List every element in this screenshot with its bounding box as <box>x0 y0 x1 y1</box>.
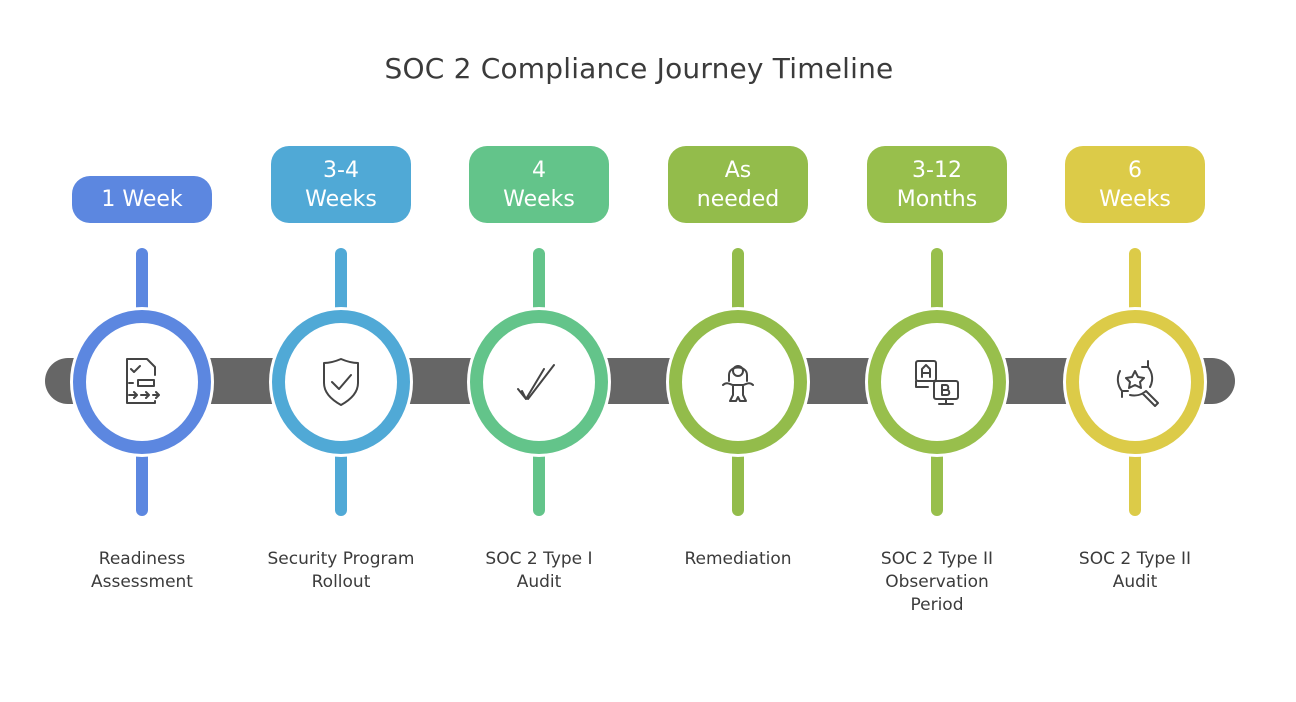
step-label: SOC 2 Type I Audit <box>485 549 593 592</box>
step-label: SOC 2 Type II Audit <box>1078 549 1192 592</box>
step-circle <box>272 310 410 454</box>
timeline-bar <box>45 358 1235 404</box>
duration-text: 3-12 <box>912 157 962 183</box>
timeline-step: 1 Week Readiness Assessment <box>62 0 222 702</box>
duration-text: Weeks <box>305 186 377 212</box>
duration-badge: 1 Week <box>72 176 212 223</box>
duration-badge: As needed <box>668 146 808 223</box>
step-label: SOC 2 Type II Observation Period <box>880 549 994 615</box>
duration-text: Weeks <box>503 186 575 212</box>
duration-text: Weeks <box>1099 186 1171 212</box>
duration-text: needed <box>696 186 780 212</box>
timeline-step: As needed Remediation <box>658 0 818 702</box>
duration-text: 6 <box>1128 157 1142 183</box>
duration-text: 4 <box>532 157 546 183</box>
step-label: Remediation <box>684 549 792 569</box>
duration-text: Months <box>896 186 978 212</box>
star-search-refresh-icon <box>1116 360 1159 407</box>
double-check-icon <box>517 364 555 400</box>
diagram-title: SOC 2 Compliance Journey Timeline <box>384 52 894 85</box>
ab-test-icon <box>915 360 959 405</box>
step-circle <box>470 310 608 454</box>
step-circle <box>669 310 807 454</box>
duration-text: 3-4 <box>323 157 359 183</box>
shield-check-icon <box>323 358 359 406</box>
step-circle <box>868 310 1006 454</box>
checklist-document-icon <box>126 358 160 404</box>
duration-text: As <box>724 157 752 183</box>
jump-rope-child-icon <box>722 365 754 402</box>
step-label: Readiness Assessment <box>91 549 193 592</box>
step-circle <box>73 310 211 454</box>
step-circle <box>1066 310 1204 454</box>
step-label: Security Program Rollout <box>267 549 415 592</box>
duration-text: 1 Week <box>101 187 183 212</box>
